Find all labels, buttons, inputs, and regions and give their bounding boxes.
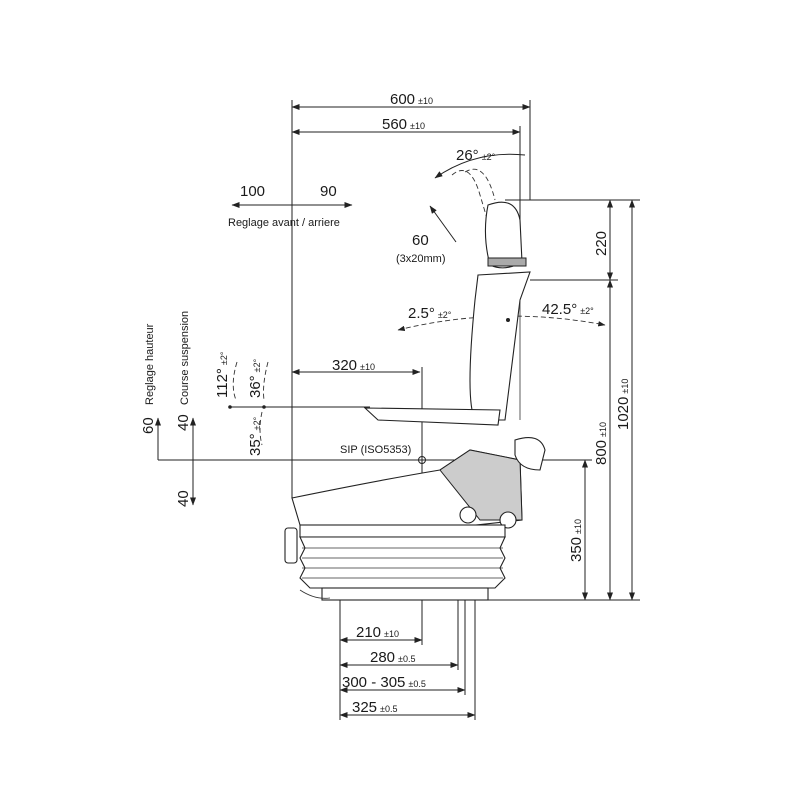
armrest-36-label: 36°±2° <box>247 358 264 398</box>
height-adjust-caption: Reglage hauteur <box>144 323 156 405</box>
sip-depth-label: 320±10 <box>332 357 375 374</box>
height-adjust-value: 60 <box>140 417 157 434</box>
sip-label: SIP (ISO5353) <box>340 444 411 456</box>
suspension-caption: Course suspension <box>179 311 191 405</box>
total-height-label: 1020±10 <box>615 379 632 430</box>
back-height-label: 800±10 <box>593 422 610 465</box>
headrest-height-label: 220 <box>593 231 610 256</box>
armrest-35-label: 35°±2° <box>247 416 264 456</box>
headrest-angle-label: 26°±2° <box>456 147 496 164</box>
backrest-rear-label: 42.5°±2° <box>542 301 594 318</box>
fore-aft-rear-label: 90 <box>320 183 337 200</box>
dimension-labels: 600±10 560±10 100 90 Reglage avant / arr… <box>140 91 632 716</box>
dimension-lines <box>155 104 635 718</box>
dim-600-label: 600±10 <box>390 91 433 108</box>
base-325-label: 325±0.5 <box>352 699 397 716</box>
suspension-up-value: 40 <box>175 414 192 431</box>
suspension-down-value: 40 <box>175 490 192 507</box>
seat-illustration <box>284 168 546 601</box>
headrest-steps-label: (3x20mm) <box>396 253 446 265</box>
headrest-adjust-label: 60 <box>412 232 429 249</box>
fore-aft-front-label: 100 <box>240 183 265 200</box>
dim-560-label: 560±10 <box>382 116 425 133</box>
base-300-305-label: 300 - 305±0.5 <box>342 674 426 691</box>
backrest-fwd-label: 2.5°±2° <box>408 305 452 322</box>
armrest-112-label: 112°±2° <box>214 351 231 398</box>
fore-aft-caption: Reglage avant / arriere <box>228 217 340 229</box>
base-210-label: 210±10 <box>356 624 399 641</box>
base-280-label: 280±0.5 <box>370 649 415 666</box>
sip-height-label: 350±10 <box>568 519 585 562</box>
